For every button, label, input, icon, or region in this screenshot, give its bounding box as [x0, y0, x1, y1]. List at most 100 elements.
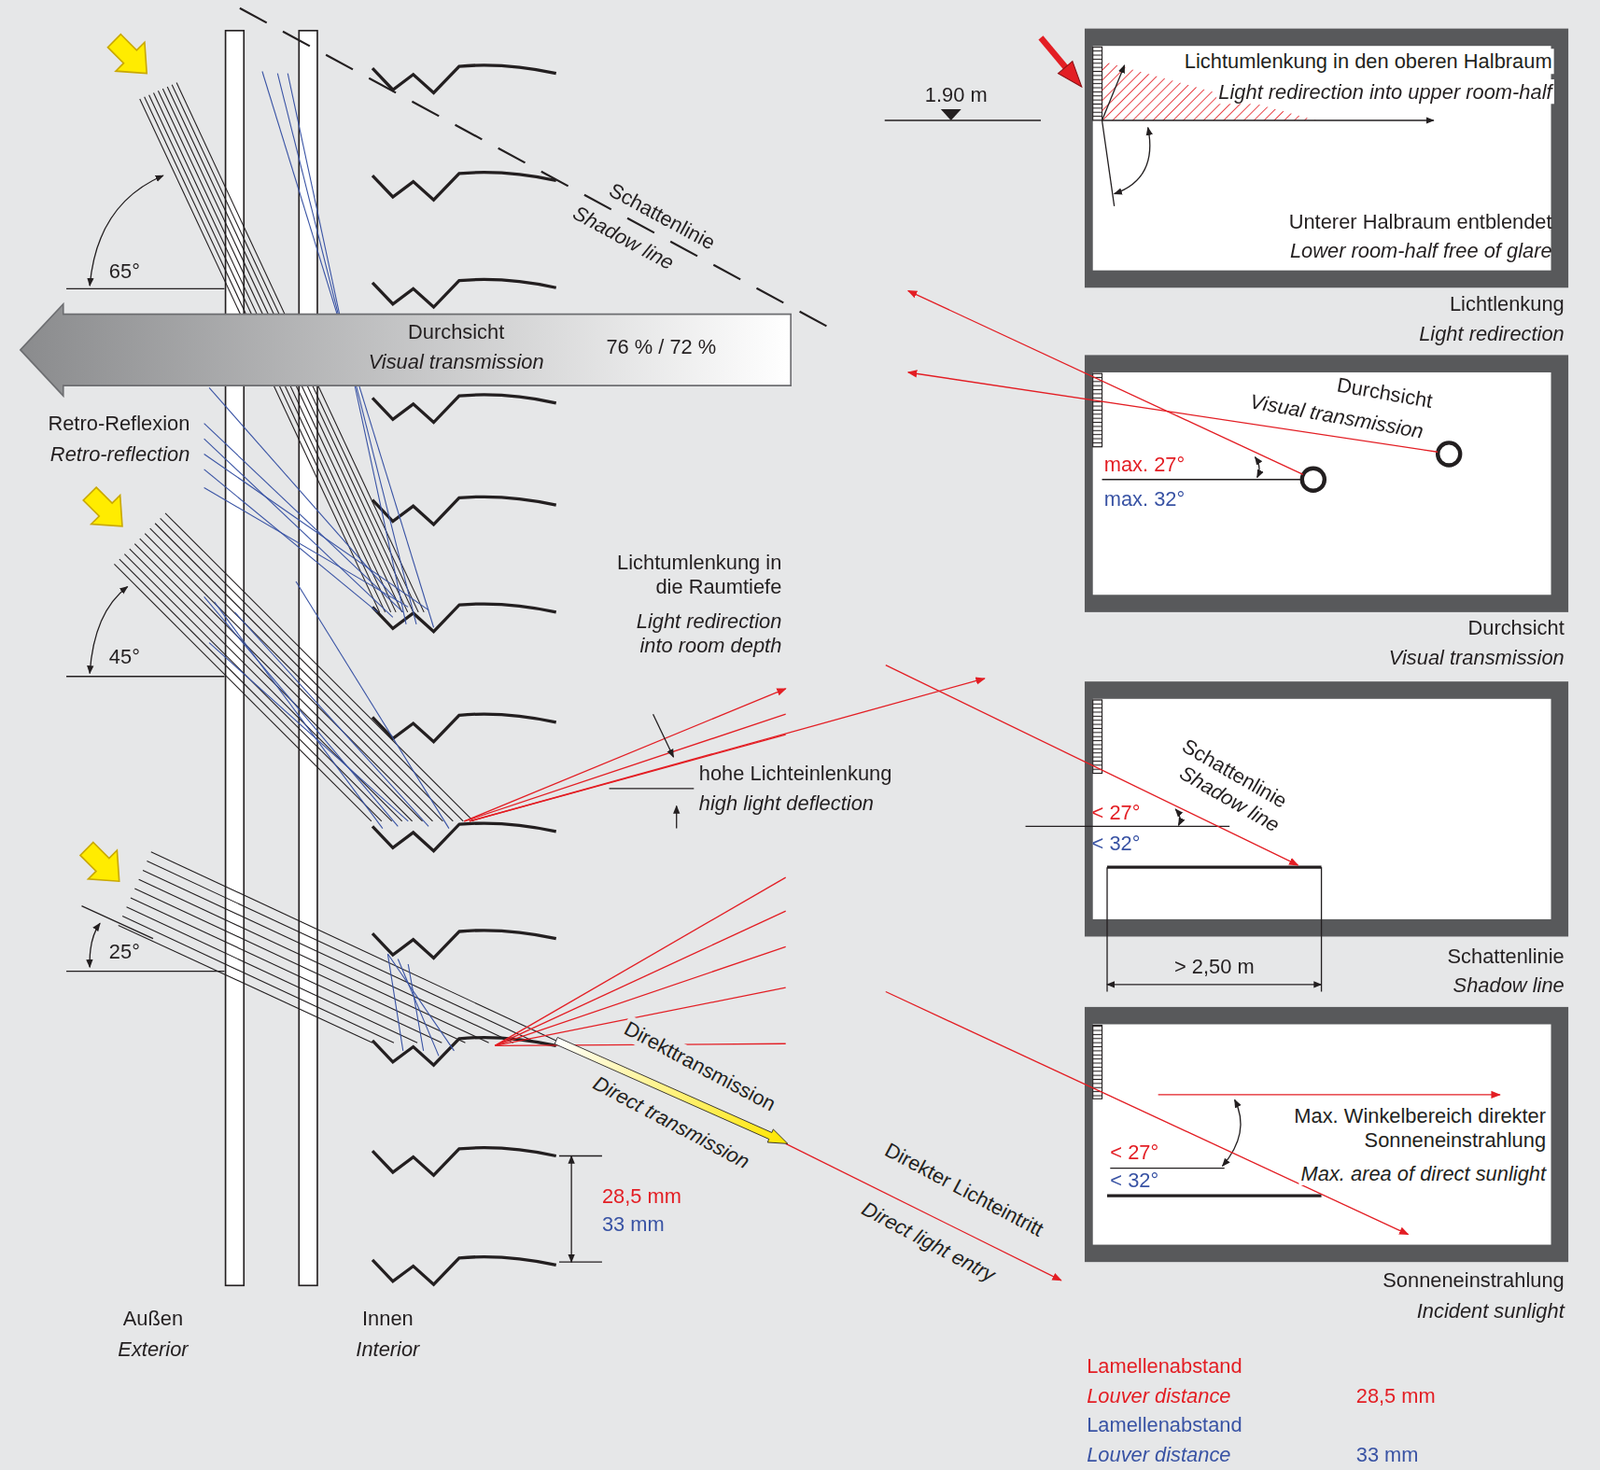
room-detail: [1107, 983, 1322, 985]
angle-dimension: [609, 787, 695, 789]
sun-ray: [154, 523, 453, 822]
room-text: Visual transmission: [1387, 645, 1567, 672]
room-detail: [1025, 826, 1231, 828]
louver: [372, 1148, 557, 1177]
reflected-ray: [204, 453, 429, 610]
ray-label: Light redirection into room depth: [605, 608, 784, 659]
reflected-ray: [295, 581, 450, 829]
room-detail: [1437, 442, 1460, 465]
sun-ray: [113, 563, 371, 821]
room-detail: [1109, 1167, 1224, 1169]
room-text: Shadow line: [1450, 973, 1566, 999]
sun-ray: [129, 548, 403, 822]
reflected-ray: [209, 643, 408, 822]
side-label: Exterior: [115, 1336, 191, 1362]
shadow-line: [239, 8, 837, 333]
reflected-ray: [387, 954, 403, 1052]
room-section: [1093, 372, 1552, 595]
sight-line: [1158, 1094, 1501, 1095]
key-label: Lamellenabstand: [1084, 1413, 1245, 1439]
dimension-label: 33 mm: [600, 1211, 667, 1237]
ray-label: high light deflection: [697, 790, 877, 816]
louver: [372, 496, 557, 525]
angle-dimension: [89, 175, 164, 286]
reflected-ray: [209, 387, 398, 603]
sun-ray: [150, 528, 444, 822]
ray-label: hohe Lichteinlenkung: [697, 760, 895, 786]
sun-ray: [118, 925, 373, 1043]
room-text: < 27°: [1108, 1139, 1161, 1165]
room-section: [1084, 1007, 1569, 1263]
angle-dimension: [675, 806, 677, 829]
room-section: [1084, 681, 1569, 937]
sun-ray: [139, 879, 490, 1043]
room-text: Unterer Halbraum entblendet: [1286, 209, 1554, 235]
room-box: Max. Winkelbereich direkter Sonneneinstr…: [1084, 1007, 1569, 1263]
angle-dimension: [81, 906, 154, 940]
sight-line: [885, 291, 1501, 1236]
room-text: Max. Winkelbereich direkter Sonneneinstr…: [1248, 1103, 1548, 1153]
room-detail: [1175, 809, 1180, 826]
room-text: < 32°: [1108, 1167, 1161, 1193]
louver: [372, 172, 557, 201]
room-section: [1084, 28, 1569, 289]
sun-ray: [124, 554, 392, 822]
room-text: Light redirection: [1417, 321, 1567, 347]
reflected-ray: [204, 71, 455, 1057]
louver: [372, 823, 557, 852]
ray-label: Retro-Reflexion: [45, 410, 192, 436]
sun-arrow: [99, 26, 162, 88]
sun-ray: [130, 898, 442, 1043]
sun-ray: [126, 907, 419, 1043]
key-value: 33 mm: [1354, 1442, 1421, 1468]
room-box: Lichtumlenkung in den oberen HalbraumLig…: [1084, 28, 1569, 289]
key-value: 28,5 mm: [1354, 1383, 1438, 1409]
reflected-ray: [214, 602, 383, 829]
level-marker: [940, 109, 962, 121]
room-text: Schattenlinie: [1445, 943, 1567, 969]
room-text: > 2,50 m: [1172, 954, 1257, 980]
sun-arrow: [71, 834, 134, 897]
side-label: Innen: [360, 1305, 416, 1332]
side-label: Außen: [121, 1305, 186, 1332]
side-label: Interior: [353, 1336, 422, 1362]
ray-label: Retro-reflection: [48, 441, 193, 467]
angle-label: 45°: [107, 645, 142, 671]
angle-label: 65°: [107, 258, 142, 284]
room-section: [1093, 373, 1103, 448]
reflected-ray: [204, 438, 393, 618]
sight-line: [885, 665, 1299, 866]
angle-dimension: [559, 1155, 603, 1157]
room-detail: [1102, 478, 1303, 480]
key-label: Louver distance: [1084, 1442, 1234, 1468]
room-text: 76 % / 72 %: [603, 334, 718, 360]
room-section: [1084, 354, 1569, 612]
angle-dimension: [89, 923, 100, 968]
room-detail: [1102, 119, 1434, 121]
room-section: [1093, 46, 1103, 121]
transmission-band: DurchsichtVisual transmission76 % / 72 %: [20, 304, 791, 396]
room-text: Visual transmission: [365, 350, 546, 376]
angle-dimension: [884, 119, 1041, 121]
room-detail: [1255, 457, 1260, 478]
room-section: [1093, 1025, 1103, 1100]
room-text: max. 27°: [1102, 451, 1188, 478]
louver: [372, 1257, 557, 1286]
room-text: Light redirection into upper room-half: [1216, 79, 1555, 105]
room-text: < 32°: [1089, 831, 1142, 857]
room-text: Lichtumlenkung in den oberen Halbraum: [1182, 48, 1555, 74]
sun-ray: [122, 916, 394, 1044]
reflected-ray: [204, 488, 409, 608]
louver: [372, 394, 557, 423]
room-text: Lower room-half free of glare: [1288, 238, 1555, 265]
room-text: Max. area of direct sunlight: [1298, 1161, 1548, 1187]
louver: [372, 930, 557, 959]
room-section: [1093, 1024, 1552, 1245]
room-detail: [1106, 867, 1108, 992]
louver: [372, 714, 557, 743]
incident-arrow: [1040, 37, 1082, 86]
room-text: < 27°: [1089, 800, 1142, 826]
reflected-ray: [204, 469, 379, 613]
sun-ray: [146, 861, 537, 1044]
